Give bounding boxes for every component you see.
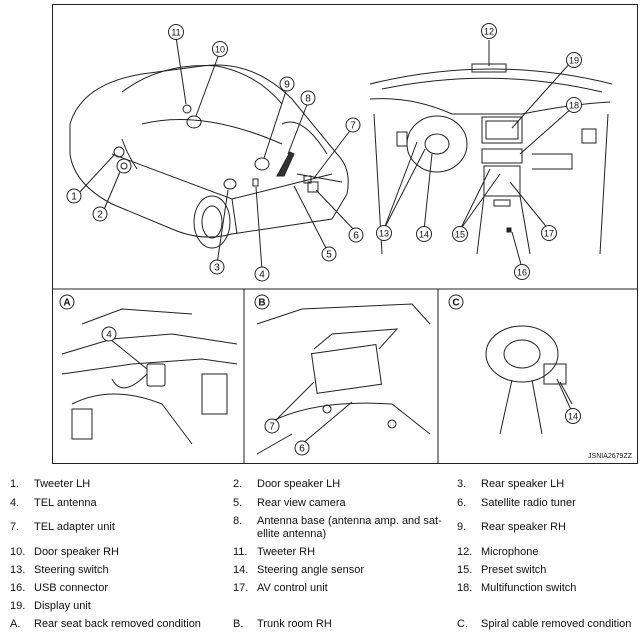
svg-text:A: A xyxy=(63,298,70,309)
callout-8: 8 xyxy=(300,90,316,106)
svg-text:8: 8 xyxy=(305,94,311,105)
panel-b-illustration xyxy=(256,303,431,455)
svg-text:19: 19 xyxy=(569,56,579,66)
callout-11: 11 xyxy=(168,24,184,40)
svg-text:16: 16 xyxy=(517,268,527,278)
panel-c-callout-14: 14 xyxy=(565,408,581,424)
panel-c-illustration xyxy=(485,325,573,435)
satellite-tuner-marker xyxy=(307,181,319,193)
svg-text:12: 12 xyxy=(484,27,494,37)
svg-text:B: B xyxy=(258,298,265,309)
panel-b-letter: B xyxy=(254,294,270,310)
callout-13: 13 xyxy=(376,225,392,241)
svg-text:9: 9 xyxy=(284,80,290,91)
svg-text:6: 6 xyxy=(299,444,305,455)
rear-speaker-rh-marker xyxy=(254,157,270,171)
door-speaker-rh-marker xyxy=(186,115,202,129)
svg-text:3: 3 xyxy=(214,263,220,274)
callout-16: 16 xyxy=(514,264,530,280)
callout-19: 19 xyxy=(566,52,582,68)
tweeter-rh-marker xyxy=(182,104,192,114)
callout-9: 9 xyxy=(279,76,295,92)
callout-6: 6 xyxy=(348,227,364,243)
panel-b-callout-7: 7 xyxy=(264,418,280,434)
callout-14: 14 xyxy=(416,226,432,242)
callout-7: 7 xyxy=(345,117,361,133)
callout-2: 2 xyxy=(92,206,108,222)
svg-text:14: 14 xyxy=(419,230,429,240)
svg-text:4: 4 xyxy=(259,270,265,281)
panel-a-illustration xyxy=(61,308,238,445)
callout-5: 5 xyxy=(321,246,337,262)
svg-text:4: 4 xyxy=(106,330,112,341)
figure-code: JSNIA2679ZZ xyxy=(588,453,633,460)
callout-12: 12 xyxy=(481,23,497,39)
svg-text:7: 7 xyxy=(350,121,356,132)
svg-text:7: 7 xyxy=(269,422,275,433)
car-illustration xyxy=(69,64,349,249)
svg-text:17: 17 xyxy=(544,229,554,239)
callout-1: 1 xyxy=(66,188,82,204)
svg-text:1: 1 xyxy=(71,192,77,203)
panel-b-callout-6: 6 xyxy=(294,440,310,456)
svg-text:11: 11 xyxy=(171,28,180,38)
svg-text:C: C xyxy=(452,298,459,309)
rear-speaker-lh-marker xyxy=(223,178,237,190)
panel-c-letter: C xyxy=(448,294,464,310)
figure-frame xyxy=(52,4,638,464)
dashboard-illustration xyxy=(369,63,613,255)
svg-text:18: 18 xyxy=(569,101,579,111)
callout-10: 10 xyxy=(212,41,228,57)
door-speaker-lh-marker xyxy=(116,158,132,174)
callout-15: 15 xyxy=(452,226,468,242)
callouts: 1 2 3 4 5 6 7 8 9 10 11 12 13 14 15 16 1… xyxy=(59,23,633,460)
svg-text:6: 6 xyxy=(353,231,359,242)
svg-text:2: 2 xyxy=(97,210,103,221)
svg-text:5: 5 xyxy=(326,250,332,261)
panel-a-letter: A xyxy=(59,294,75,310)
svg-text:13: 13 xyxy=(379,229,389,239)
tweeter-lh-marker xyxy=(113,146,125,158)
tel-adapter-marker xyxy=(303,175,312,184)
svg-text:15: 15 xyxy=(455,230,465,240)
tel-antenna-marker xyxy=(252,178,259,187)
svg-text:10: 10 xyxy=(215,45,225,55)
component-location-diagram: 1 2 3 4 5 6 7 8 9 10 11 12 13 14 15 16 1… xyxy=(52,4,638,464)
callout-18: 18 xyxy=(566,97,582,113)
callout-4: 4 xyxy=(254,266,270,282)
panel-a-callout-4: 4 xyxy=(101,326,117,342)
svg-text:14: 14 xyxy=(568,412,578,422)
antenna-base-marker xyxy=(276,151,295,177)
callout-17: 17 xyxy=(541,225,557,241)
callout-3: 3 xyxy=(209,259,225,275)
